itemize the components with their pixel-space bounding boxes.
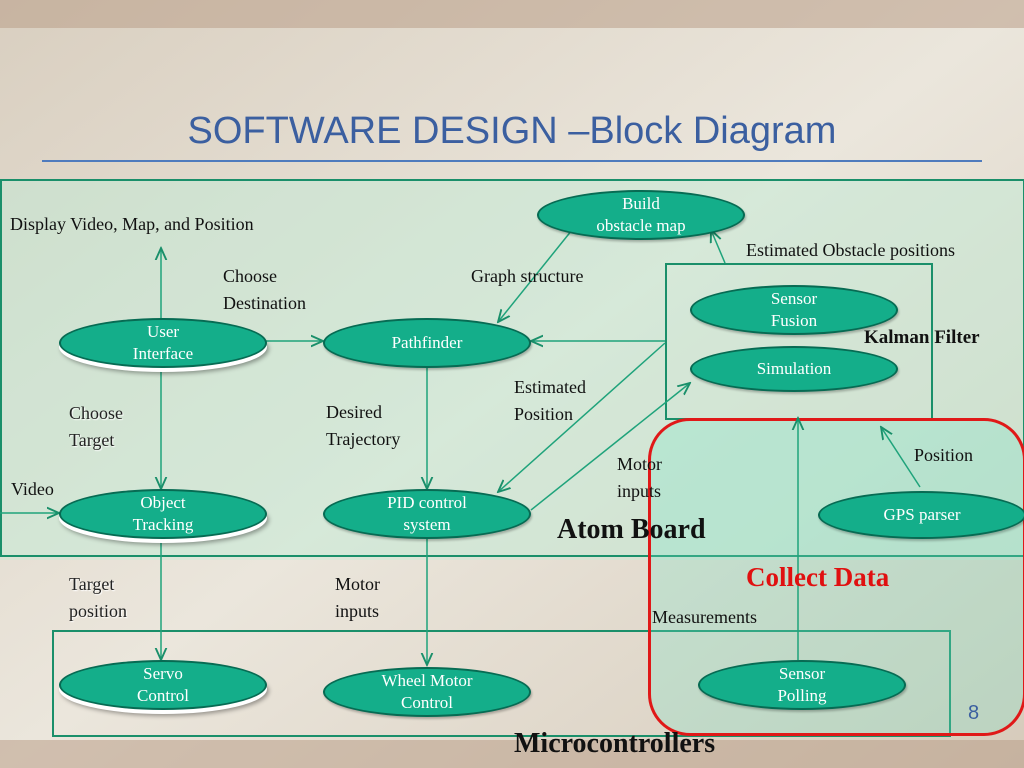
measurements-label: Measurements [652,607,757,627]
video-label: Video [11,479,54,499]
graph-structure-label: Graph structure [471,266,584,286]
estimated-obstacle-label: Estimated Obstacle positions [746,240,955,260]
arrow-kalman-to-pid [498,342,666,492]
page-number: 8 [968,702,980,724]
slide-title: SOFTWARE DESIGN –Block Diagram [187,110,837,152]
microcontrollers-label: Microcontrollers [514,728,716,759]
gps-parser-node: GPS parser [818,491,1024,539]
position-label: Position [914,445,974,465]
microcontrollers-box [52,630,951,737]
simulation-node: Simulation [690,346,898,392]
arrow-pid-to-simulation [530,383,690,511]
arrow-map-to-pathfinder [498,229,573,322]
pathfinder-node: Pathfinder [323,318,531,368]
collect-data-label: Collect Data [746,562,890,592]
display-label: Display Video, Map, and Position [10,214,254,234]
arrow-gps-to-kalman [881,427,921,488]
atom-board-label: Atom Board [557,514,706,545]
title-underline [42,160,982,162]
arrow-fusion-to-map [711,230,726,264]
kalman-filter-label: Kalman Filter [864,327,980,348]
